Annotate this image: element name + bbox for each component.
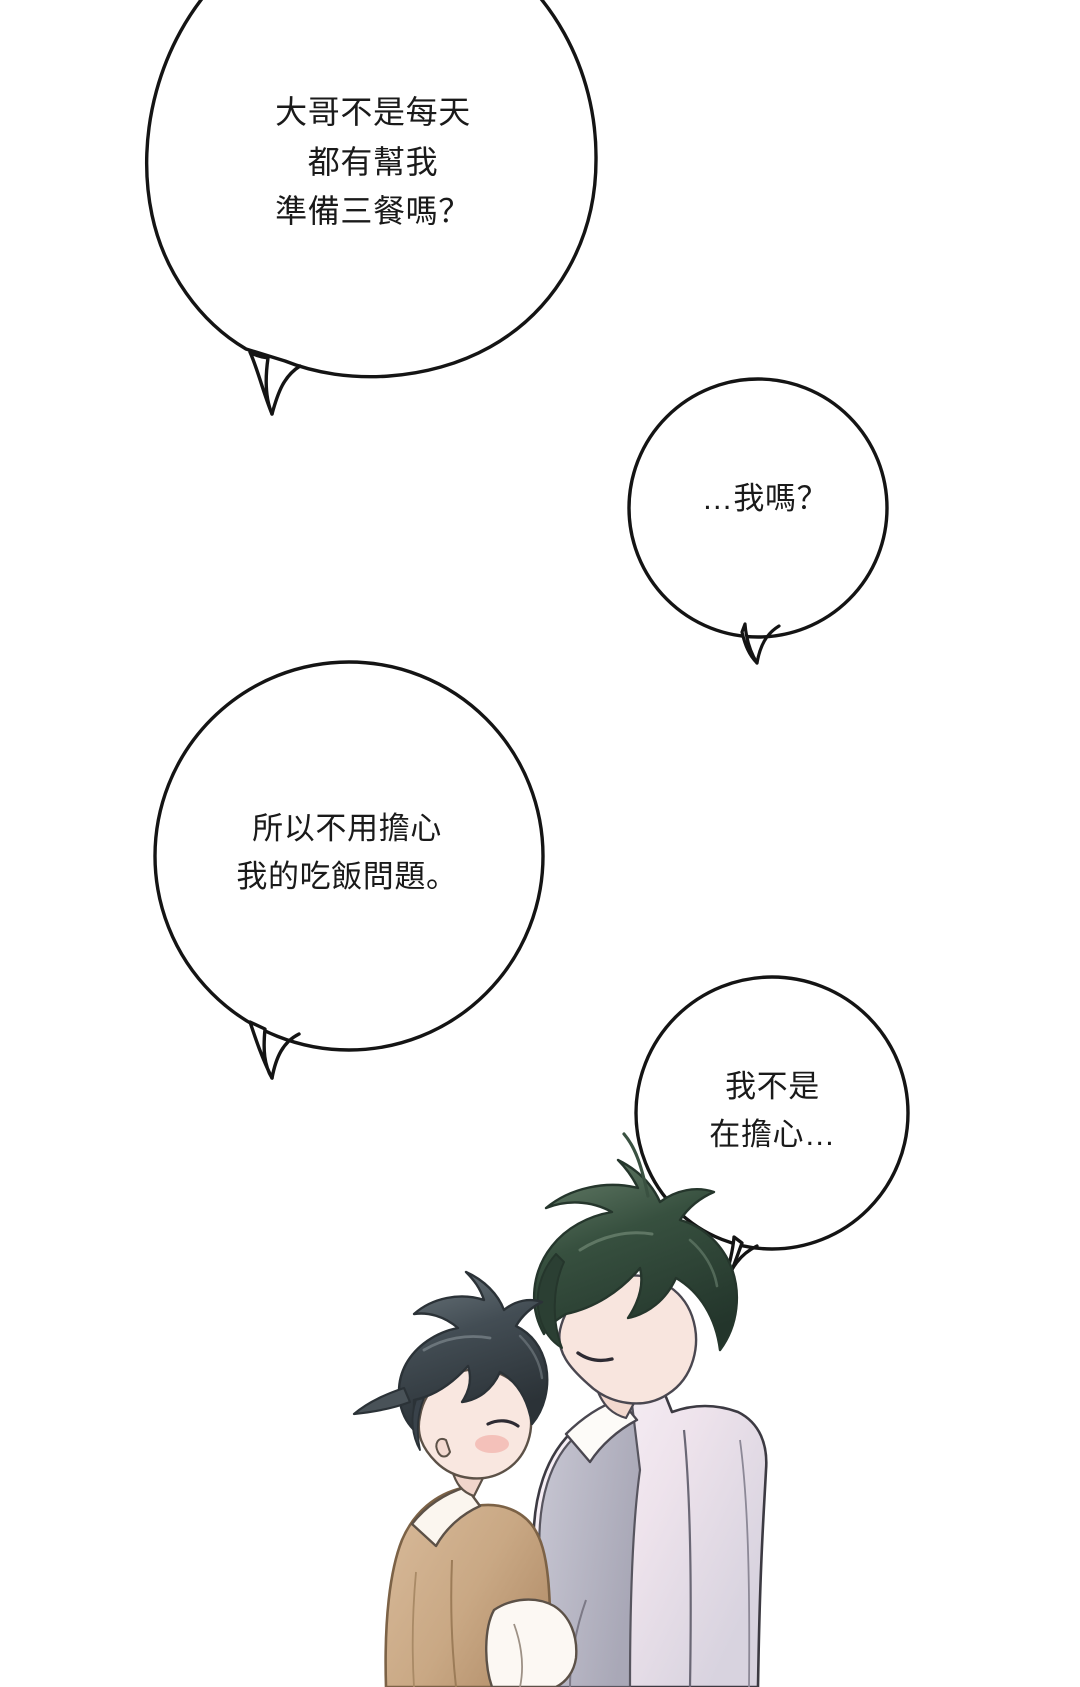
younger-boy-hair — [397, 1270, 549, 1432]
younger-boy-sleeve-fold — [513, 1623, 523, 1687]
younger-boy-outfit-fold — [450, 1559, 457, 1687]
bubble-2-text: …我嗎？ — [701, 481, 829, 516]
younger-boy-sideburn — [411, 1397, 425, 1451]
younger-boy-sleeve — [485, 1598, 578, 1687]
younger-boy-ear — [435, 1438, 451, 1458]
bubble-1-text: 大哥不是每天 都有幫我 準備三餐嗎？ — [275, 94, 471, 230]
older-brother-ahoge — [622, 1132, 650, 1198]
older-brother-eye — [576, 1351, 614, 1363]
bubble-3-text: 所以不用擔心 我的吃飯問題。 — [236, 811, 458, 895]
younger-boy-blush — [475, 1435, 509, 1453]
bubble-4-text: 我不是 在擔心… — [709, 1069, 836, 1153]
character-older-brother — [532, 1132, 768, 1687]
younger-boy-hair-tuft — [352, 1386, 412, 1416]
older-brother-coat-fold-2 — [739, 1439, 751, 1687]
younger-boy-hair-highlight-2 — [518, 1334, 544, 1380]
older-brother-hair-highlight-2 — [688, 1238, 719, 1288]
younger-boy-hair-highlight — [422, 1335, 492, 1352]
younger-boy-outfit-fold-2 — [411, 1571, 417, 1687]
younger-boy-eye — [486, 1419, 520, 1428]
older-brother-coat-fold — [682, 1429, 692, 1687]
older-brother-side-strand — [536, 1253, 565, 1349]
older-brother-hair-highlight — [578, 1231, 654, 1252]
character-younger-boy — [352, 1270, 578, 1687]
older-brother-hair — [532, 1158, 739, 1352]
